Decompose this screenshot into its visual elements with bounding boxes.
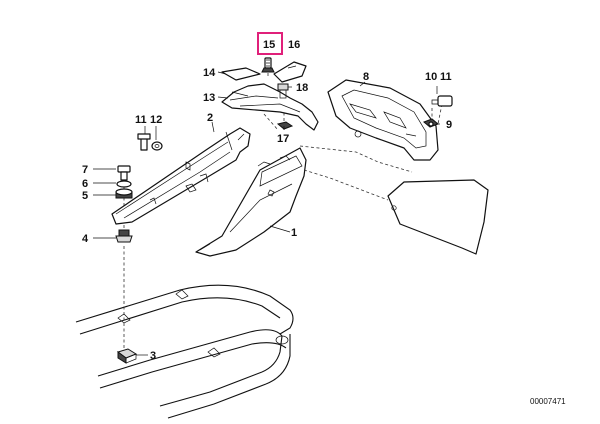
label-part-3[interactable]: 3 <box>150 350 156 362</box>
label-part-7[interactable]: 7 <box>82 164 88 176</box>
label-part-17[interactable]: 17 <box>277 133 289 145</box>
part-15-screw <box>261 57 275 73</box>
part-13-upper-cover <box>221 83 319 131</box>
label-part-9[interactable]: 9 <box>446 119 452 131</box>
label-part-10[interactable]: 10 <box>425 71 437 83</box>
label-part-6[interactable]: 6 <box>82 178 88 190</box>
label-part-8[interactable]: 8 <box>363 71 369 83</box>
diagram-number: 00007471 <box>530 397 566 406</box>
part-14-strip <box>221 67 261 81</box>
frame-rails <box>75 284 294 419</box>
label-part-1[interactable]: 1 <box>291 227 297 239</box>
label-part-18[interactable]: 18 <box>296 82 308 94</box>
label-part-16[interactable]: 16 <box>288 39 300 51</box>
part-4-nut <box>115 229 133 243</box>
part-11-12-bolt-washer <box>137 133 163 151</box>
part-17-nut <box>276 121 294 130</box>
highlight-box <box>257 32 283 55</box>
label-part-2[interactable]: 2 <box>207 112 213 124</box>
part-16-clip <box>273 61 307 83</box>
part-2-bracket <box>111 127 251 225</box>
part-5-grommet <box>115 188 133 199</box>
label-part-15[interactable]: 15 <box>263 39 275 51</box>
part-3-clip-nut <box>116 348 148 364</box>
part-7-screw <box>117 165 131 181</box>
part-18-screw <box>277 83 289 99</box>
label-part-11-left[interactable]: 11 <box>135 114 147 126</box>
label-part-14[interactable]: 14 <box>203 67 216 79</box>
label-part-13[interactable]: 13 <box>203 92 215 104</box>
part-1-cover <box>195 147 307 257</box>
part-6-washer <box>116 180 132 188</box>
label-part-11-right[interactable]: 11 <box>440 71 452 83</box>
label-part-12[interactable]: 12 <box>150 114 162 126</box>
part-labels: 1 2 3 4 5 6 7 8 9 10 11 11 12 13 14 15 1… <box>82 39 566 406</box>
tray-panel <box>387 179 489 255</box>
label-part-4[interactable]: 4 <box>82 233 89 245</box>
part-8-handle <box>327 79 439 161</box>
part-10-11-bolt <box>431 95 453 107</box>
leader-lines <box>93 71 440 239</box>
label-part-5[interactable]: 5 <box>82 190 88 202</box>
